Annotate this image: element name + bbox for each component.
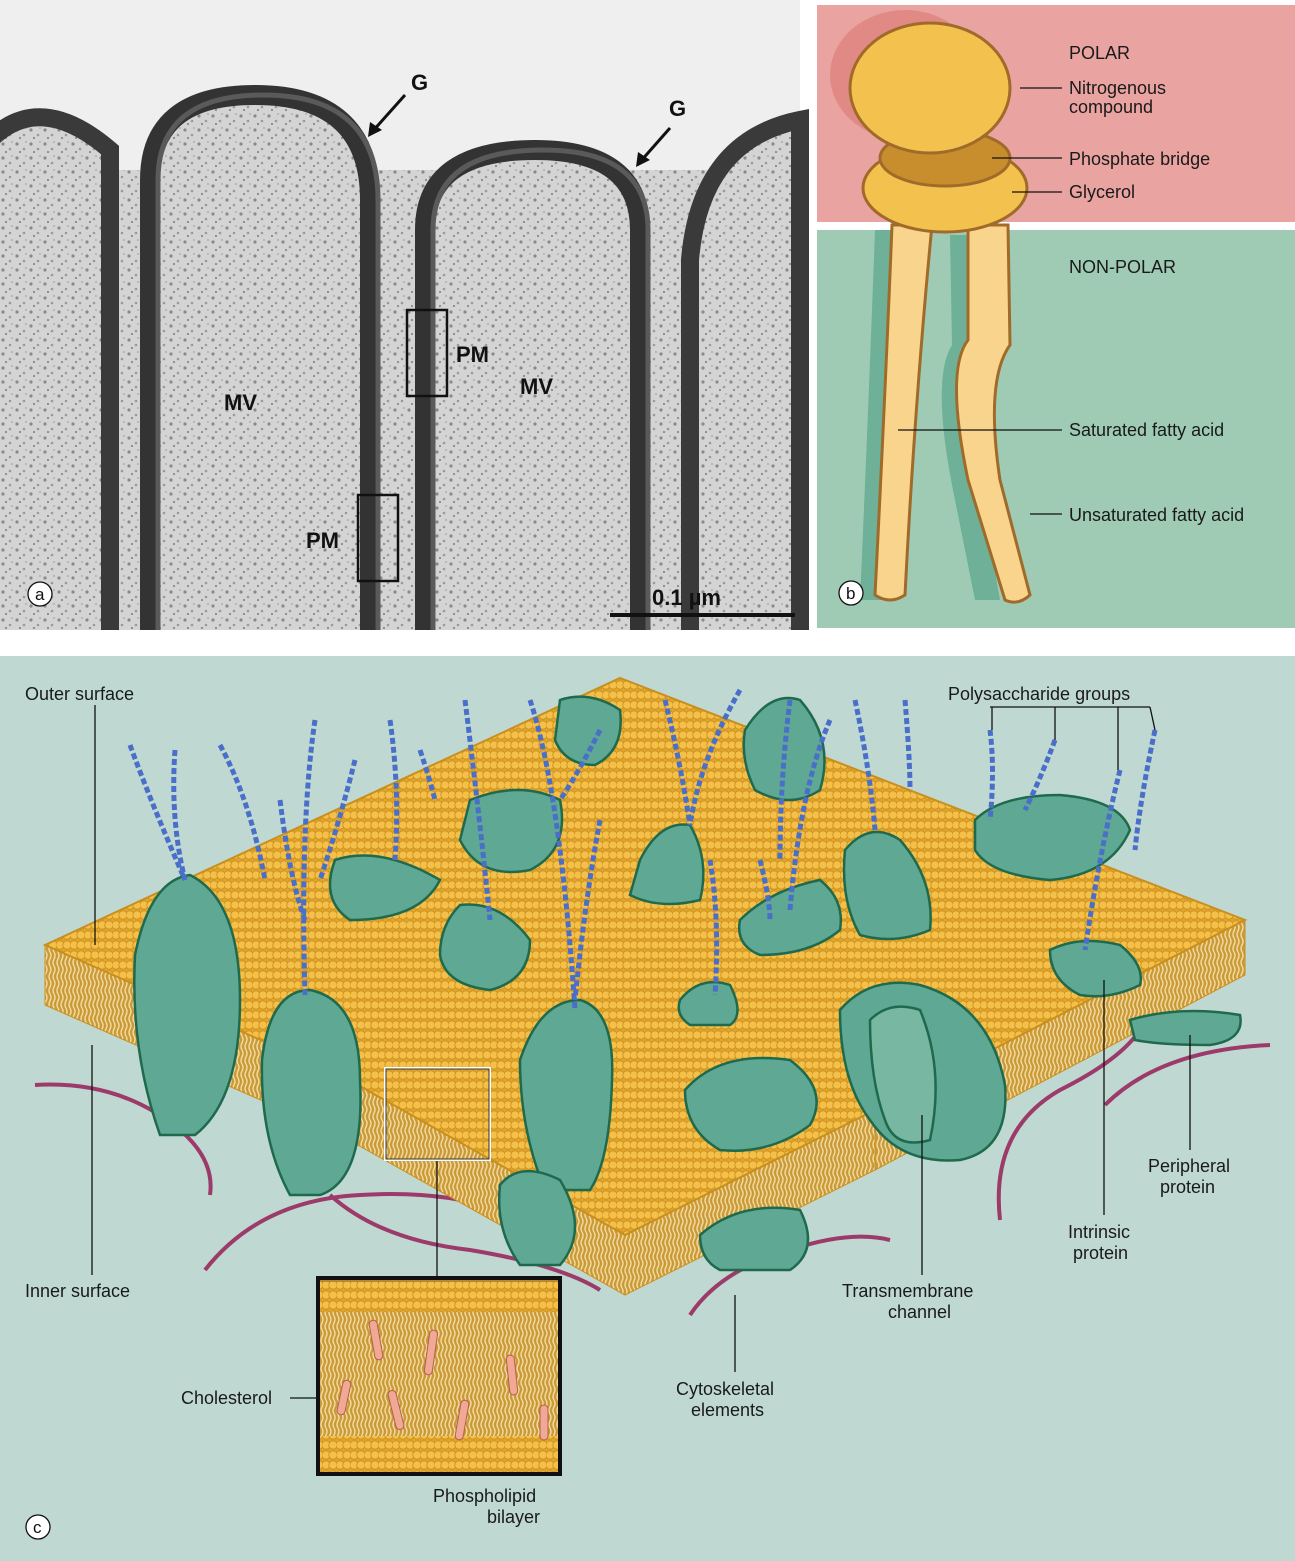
polar-label: POLAR (1069, 43, 1130, 63)
mv-label-right: MV (520, 374, 553, 399)
cholesterol-label: Cholesterol (181, 1388, 272, 1408)
nitrogenous-label-2: compound (1069, 97, 1153, 117)
panel-a-micrograph: G G PM PM MV MV 0.1 µm a (0, 0, 800, 630)
phospholipid-label-2: bilayer (487, 1507, 540, 1527)
protein (134, 875, 240, 1135)
pm-label-upper: PM (456, 342, 489, 367)
mv-label-left: MV (224, 390, 257, 415)
unsaturated-label: Unsaturated fatty acid (1069, 505, 1244, 525)
scale-bar-label: 0.1 µm (652, 585, 721, 610)
protein (262, 990, 361, 1195)
panel-b-letter: b (846, 584, 855, 603)
bilayer-inset (318, 1278, 560, 1474)
protein (499, 1171, 575, 1265)
peripheral-label-1: Peripheral (1148, 1156, 1230, 1176)
panel-b-phospholipid: POLAR Nitrogenous compound Phosphate bri… (817, 5, 1295, 628)
inner-surface-label: Inner surface (25, 1281, 130, 1301)
cytoskeletal-label-1: Cytoskeletal (676, 1379, 774, 1399)
nonpolar-label: NON-POLAR (1069, 257, 1176, 277)
transmembrane-label-2: channel (888, 1302, 951, 1322)
panel-c-membrane: Outer surface Inner surface Polysacchari… (0, 656, 1295, 1561)
intrinsic-label-2: protein (1073, 1243, 1128, 1263)
saturated-label: Saturated fatty acid (1069, 420, 1224, 440)
pm-label-lower: PM (306, 528, 339, 553)
glycerol-label: Glycerol (1069, 182, 1135, 202)
peripheral-protein-shape (1130, 1011, 1241, 1045)
outer-surface-label: Outer surface (25, 684, 134, 704)
transmembrane-label-1: Transmembrane (842, 1281, 973, 1301)
cytoskeletal-label-2: elements (691, 1400, 764, 1420)
nitrogenous-label-1: Nitrogenous (1069, 78, 1166, 98)
peripheral-label-2: protein (1160, 1177, 1215, 1197)
phospholipid-label-1: Phospholipid (433, 1486, 536, 1506)
phosphate-label: Phosphate bridge (1069, 149, 1210, 169)
panel-a-letter: a (35, 585, 45, 604)
polysaccharide-label: Polysaccharide groups (948, 684, 1130, 704)
intrinsic-label-1: Intrinsic (1068, 1222, 1130, 1242)
nitrogenous-head (850, 23, 1010, 153)
g-label-left: G (411, 70, 428, 95)
protein (520, 1000, 612, 1190)
g-label-right: G (669, 96, 686, 121)
panel-c-letter: c (33, 1518, 42, 1537)
